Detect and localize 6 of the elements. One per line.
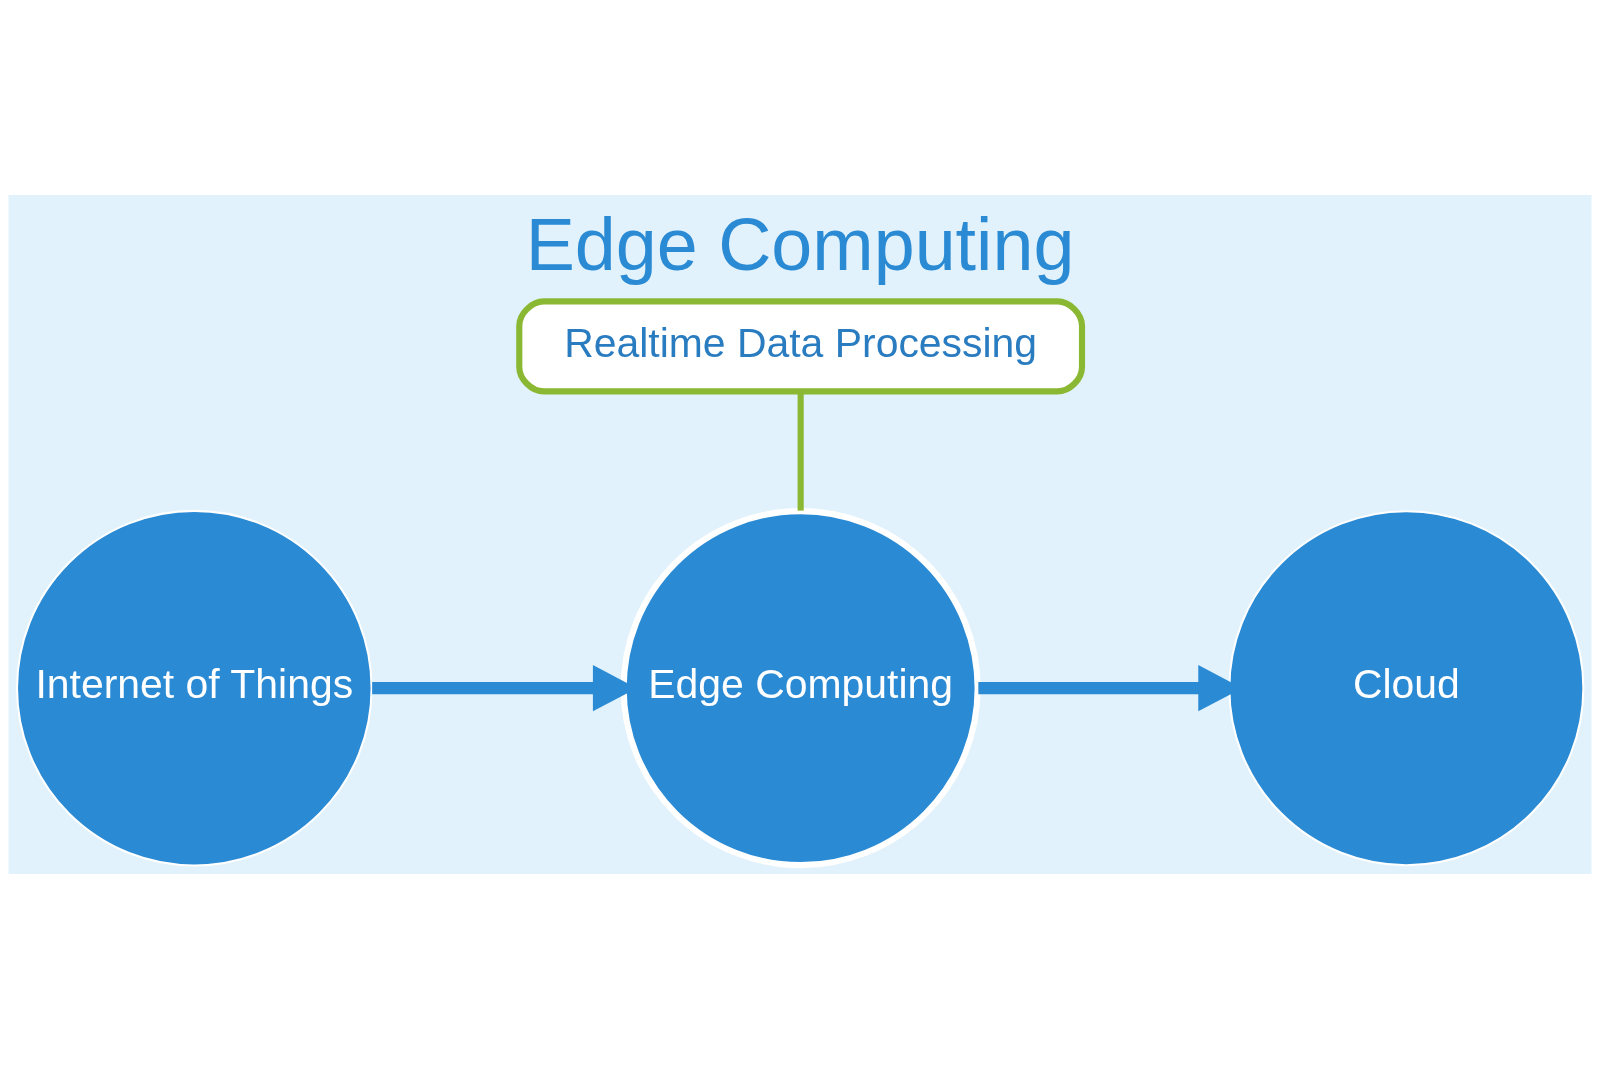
diagram-title: Edge Computing bbox=[525, 203, 1075, 287]
node-circle: Edge Computing bbox=[620, 508, 981, 869]
connector bbox=[797, 392, 804, 511]
node-circle: Cloud bbox=[1228, 510, 1585, 867]
node-circle: Internet of Things bbox=[16, 509, 373, 867]
node-box: Realtime Data Processing bbox=[516, 298, 1086, 395]
